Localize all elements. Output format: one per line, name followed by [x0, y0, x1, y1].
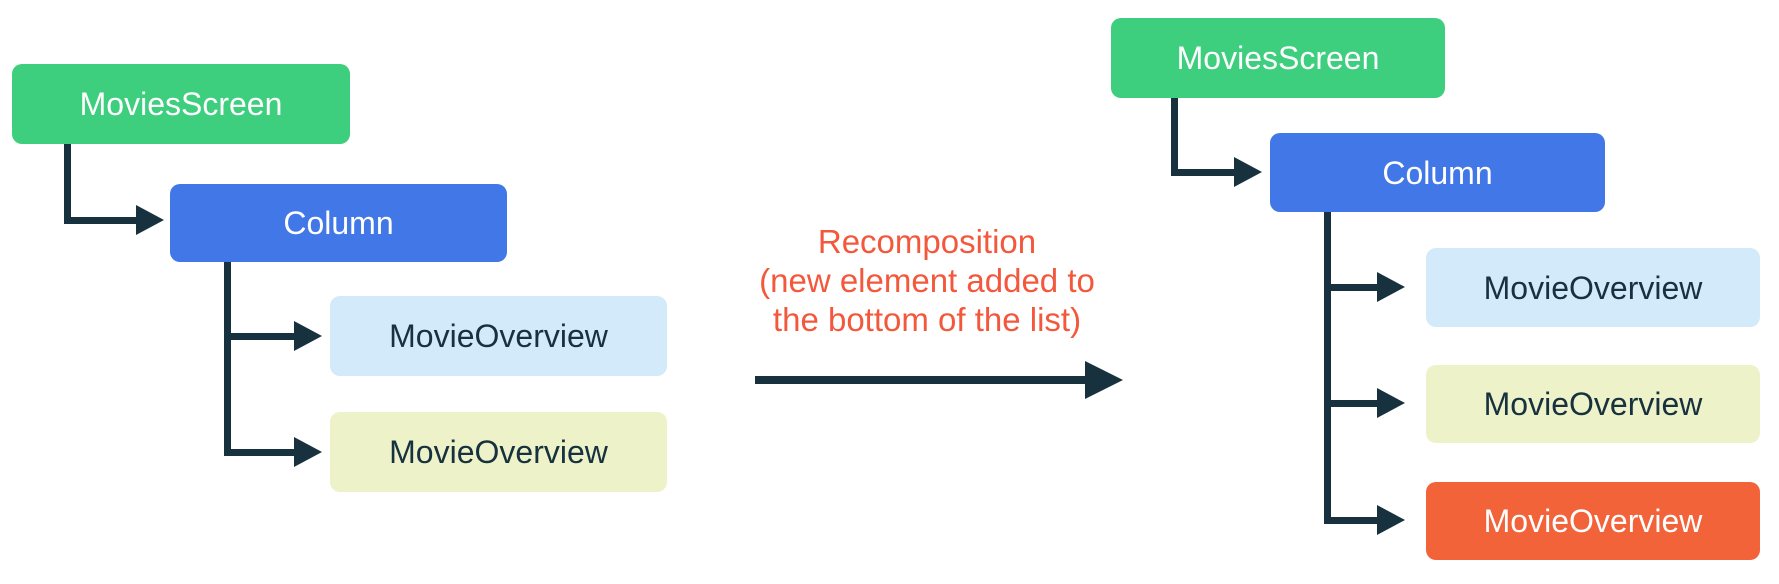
left-branch2-arrowhead-icon: [294, 437, 322, 467]
right-column-connector-vertical: [1324, 212, 1331, 524]
recomposition-label: Recomposition (new element added to the …: [677, 222, 1177, 339]
left-movies-screen-node: MoviesScreen: [12, 64, 350, 144]
right-branch3-line: [1324, 517, 1377, 524]
left-root-arrowhead-icon: [136, 205, 164, 235]
recomposition-arrow-line: [755, 376, 1085, 384]
left-branch1-line: [224, 333, 294, 340]
right-root-arrowhead-icon: [1234, 157, 1262, 187]
left-column-connector-vertical: [224, 262, 231, 456]
recomposition-label-line2: (new element added to: [759, 262, 1095, 299]
left-movie-overview-node-1: MovieOverview: [330, 296, 667, 376]
right-branch1-line: [1324, 284, 1377, 291]
right-branch2-arrowhead-icon: [1377, 388, 1405, 418]
recomposition-arrowhead-icon: [1085, 361, 1123, 399]
right-column-node: Column: [1270, 133, 1605, 212]
left-branch1-arrowhead-icon: [294, 321, 322, 351]
right-branch1-arrowhead-icon: [1377, 272, 1405, 302]
left-root-connector-vertical: [64, 144, 71, 224]
right-branch2-line: [1324, 400, 1377, 407]
right-root-connector-horizontal: [1171, 169, 1234, 176]
right-movie-overview-node-new: MovieOverview: [1426, 482, 1760, 560]
left-column-node: Column: [170, 184, 507, 262]
left-movie-overview-node-2: MovieOverview: [330, 412, 667, 492]
right-movie-overview-node-1: MovieOverview: [1426, 248, 1760, 327]
right-movie-overview-node-2: MovieOverview: [1426, 365, 1760, 443]
recomposition-label-line3: the bottom of the list): [772, 301, 1082, 338]
right-branch3-arrowhead-icon: [1377, 505, 1405, 535]
right-root-connector-vertical: [1171, 98, 1178, 176]
right-movies-screen-node: MoviesScreen: [1111, 18, 1445, 98]
left-root-connector-horizontal: [64, 217, 136, 224]
left-branch2-line: [224, 449, 294, 456]
recomposition-label-line1: Recomposition: [817, 223, 1037, 260]
